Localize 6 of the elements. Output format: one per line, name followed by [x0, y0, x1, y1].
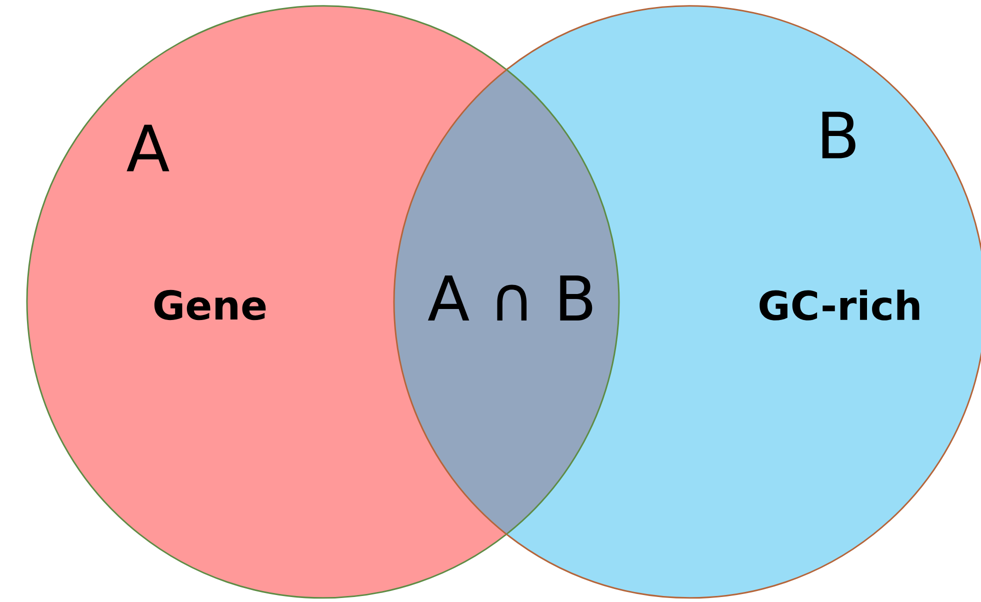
set-letter: B — [822, 112, 856, 158]
set-name: Gene — [154, 290, 266, 320]
intersection-label: A ∩ B — [428, 275, 592, 320]
set-letter: A — [126, 124, 170, 172]
set-name: GC-rich — [760, 290, 920, 320]
overlap-region — [393, 69, 620, 535]
